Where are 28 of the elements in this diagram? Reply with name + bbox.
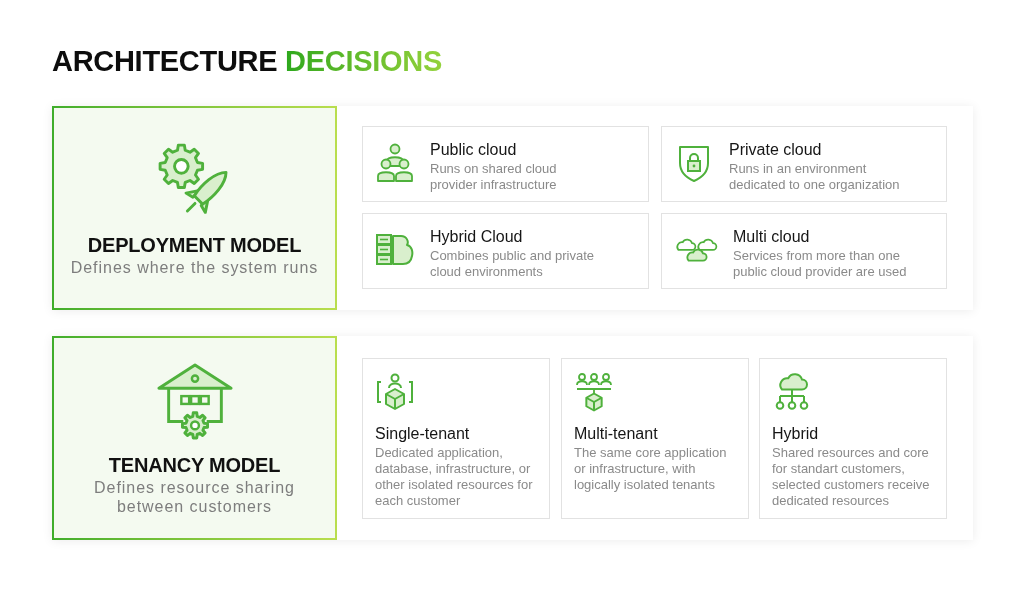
option-description: The same core application or infrastructure, with logically isolated tenants [574, 445, 728, 493]
section-description: Defines where the system runs [69, 258, 320, 277]
section-heading: DEPLOYMENT MODEL [87, 233, 302, 257]
option-card [661, 126, 947, 202]
section-heading: TENANCY MODEL [108, 452, 281, 477]
option-description: Services from more than one public cloud provider are used [733, 248, 908, 280]
option-card [362, 358, 550, 519]
section-box [52, 336, 337, 540]
option-card [561, 358, 749, 519]
option-title: Private cloud [729, 140, 823, 160]
option-description: Runs on shared cloud provider infrastructure [430, 161, 558, 193]
option-title: Hybrid [772, 424, 819, 444]
option-title: Multi cloud [733, 227, 811, 247]
option-description: Combines public and private cloud environments [430, 248, 596, 280]
option-title: Multi-tenant [574, 424, 658, 444]
option-card [362, 213, 649, 289]
option-card [759, 358, 947, 519]
section-box [52, 106, 337, 310]
option-card [362, 126, 649, 202]
section-description: Defines resource sharing between customers [93, 477, 296, 516]
option-description: Dedicated application, database, infrastructure, or other isolated resources for each customer [375, 445, 534, 509]
page-title: ARCHITECTURE DECISIONS [52, 44, 442, 78]
option-title: Public cloud [430, 140, 518, 160]
option-description: Runs in an environment dedicated to one organization [729, 161, 901, 193]
option-title: Hybrid Cloud [430, 227, 524, 247]
option-title: Single-tenant [375, 424, 470, 444]
option-description: Shared resources and core for standart customers, selected customers receive dedicated resources [772, 445, 931, 509]
option-card [661, 213, 947, 289]
